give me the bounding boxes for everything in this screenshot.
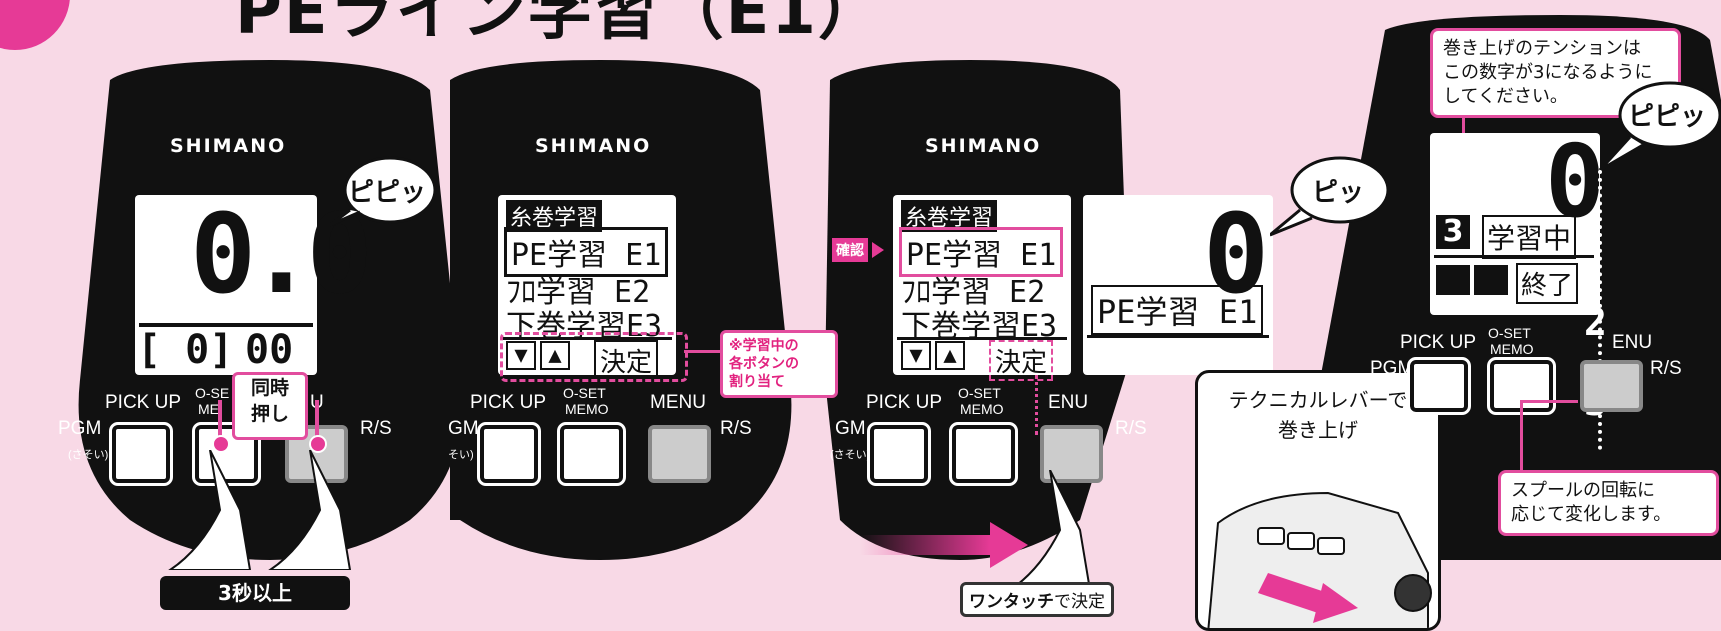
lcd-screen: 糸巻学習 PE学習 E1 ﾌﾛ学習 E2 下巻学習E3 ▼ ▲ 決定 (893, 195, 1071, 381)
beep-text: ピピッ (1628, 102, 1707, 132)
mode-label: PE学習 E1 (1091, 285, 1264, 335)
beep-text: ピッ (1312, 178, 1365, 208)
oset-label: O-SE (195, 385, 230, 401)
menu-label: ENU (1612, 332, 1653, 353)
memo-label: MEMO (1490, 341, 1534, 357)
rs-label: R/S (720, 418, 752, 439)
pgm-label: GM (835, 418, 866, 439)
oset-memo-button[interactable] (557, 422, 626, 486)
pick-up-label: PICK UP (105, 392, 182, 413)
blank-softkey (1474, 265, 1508, 295)
menu-button[interactable] (1580, 360, 1643, 412)
pgm-label: PGM (1370, 358, 1414, 379)
lever-caption: テクニカルレバーで 巻き上げ (1228, 388, 1408, 442)
menu-item-e1: PE学習 E1 (899, 227, 1064, 277)
simultaneous-press-callout: 同時 押し (232, 372, 308, 440)
end-softkey: 終了 (1516, 263, 1579, 304)
hold-duration-label: 3秒以上 (160, 576, 350, 610)
brand-logo: SHIMANO (535, 135, 652, 157)
speech-bubble (330, 156, 437, 227)
pgm-button[interactable] (1407, 357, 1471, 415)
up-arrow-icon: ▲ (540, 341, 570, 370)
menu-header: 糸巻学習 (506, 200, 603, 232)
rs-label: R/S (1650, 358, 1682, 379)
memo-label: ME (198, 401, 219, 417)
pgm-button[interactable] (109, 422, 173, 486)
rs-label: R/S (360, 418, 392, 439)
pgm-button[interactable] (477, 422, 541, 486)
sasoi-label: (さそい) (830, 449, 871, 461)
finger-icon (168, 450, 352, 570)
blank-softkey (1436, 265, 1470, 295)
memo-label: MEMO (960, 401, 1004, 417)
press-point-icon (212, 435, 230, 453)
depth-display: 0.0 (190, 190, 373, 318)
lever-illustration: テクニカルレバーで 巻き上げ (1195, 370, 1441, 631)
finger-icon (1008, 470, 1092, 590)
pgm-label: GM (448, 418, 479, 439)
result-screen: 0 PE学習 E1 (1083, 190, 1273, 375)
confirm-tag: 確認 (832, 238, 868, 262)
pgm-button[interactable] (867, 422, 931, 486)
pick-up-label: PICK UP (1400, 332, 1477, 353)
connector-line (1035, 375, 1041, 435)
menu-label: MENU (650, 392, 706, 413)
speech-bubble (1270, 156, 1390, 237)
lcd-screen: 糸巻学習 PE学習 E1 ﾌﾛ学習 E2 下巻学習E3 ▼ ▲ 決定 (498, 195, 676, 381)
one-touch-label: ワンタッチで決定 (960, 582, 1114, 617)
sasoi-label: (さそい) (68, 449, 109, 461)
rs-label: R/S (1115, 418, 1147, 439)
pick-up-label: PICK UP (866, 392, 943, 413)
arrow-icon (860, 522, 1028, 568)
brand-logo: SHIMANO (170, 135, 287, 157)
oset-label: O-SET (1488, 325, 1531, 341)
sequence-value-2: 2 (1584, 300, 1607, 344)
oset-memo-button[interactable] (949, 422, 1018, 486)
oset-label: O-SET (958, 385, 1001, 401)
depth-display: 0 (1203, 190, 1270, 318)
softkey-callout: ※学習中の 各ボタンの 割り当て (720, 330, 838, 398)
spool-callout: スプールの回転に 応じて変化します。 (1498, 470, 1719, 536)
menu-header: 糸巻学習 (901, 200, 998, 232)
down-arrow-icon: ▼ (506, 341, 536, 370)
reel-icon (1207, 491, 1432, 628)
up-arrow-icon: ▲ (935, 341, 965, 370)
menu-item-e2: ﾌﾛ学習 E2 (506, 275, 651, 310)
counter-right: 00 (245, 327, 294, 373)
value-sequence-line (1598, 170, 1602, 450)
oset-label: O-SET (563, 385, 606, 401)
menu-label: ENU (1048, 392, 1089, 413)
learning-status: 学習中 (1482, 215, 1577, 259)
menu-item-e1: PE学習 E1 (504, 227, 669, 277)
counter-left: [ 0] (137, 327, 234, 373)
menu-button[interactable] (648, 425, 711, 483)
memo-label: MEMO (565, 401, 609, 417)
menu-item-e2: ﾌﾛ学習 E2 (901, 275, 1046, 310)
sasoi-label: そい) (448, 449, 474, 461)
softkey-highlight (500, 332, 688, 382)
lcd-screen: 0.0 [ 0] 00 (135, 190, 373, 375)
page-title: PEライン学習（E1） (235, 0, 884, 49)
down-arrow-icon: ▼ (901, 341, 931, 370)
tension-value: 3 (1436, 215, 1470, 249)
lcd-screen: 0 3 学習中 終了 (1430, 123, 1605, 315)
decide-softkey: 決定 (989, 340, 1054, 381)
decide-softkey: 決定 (594, 340, 659, 381)
pick-up-label: PICK UP (470, 392, 547, 413)
pgm-label: PGM (58, 418, 102, 439)
beep-text: ピピッ (348, 178, 427, 208)
press-point-icon (309, 435, 327, 453)
brand-logo: SHIMANO (925, 135, 1042, 157)
